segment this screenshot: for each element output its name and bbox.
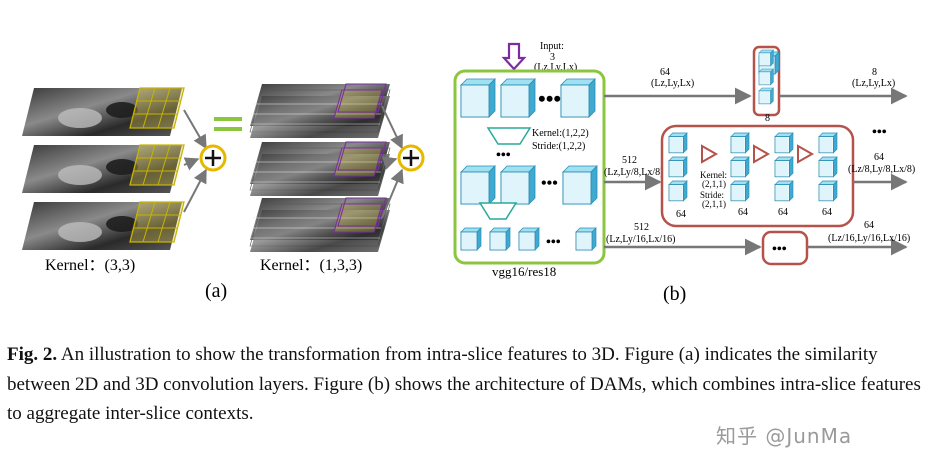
ellipsis: •••: [872, 125, 887, 140]
branch3-channels: 512: [634, 222, 649, 233]
branch2-out-channels: 64: [874, 152, 884, 163]
ct-stack-3d: [249, 197, 391, 253]
backbone-label: vgg16/res18: [492, 264, 556, 279]
ellipsis: •••: [538, 86, 561, 111]
encoder-kernel: Kernel:(1,2,2): [532, 128, 589, 139]
ellipsis: •••: [772, 242, 787, 257]
caption-text: An illustration to show the transformati…: [7, 344, 921, 424]
sum-icon: [397, 144, 425, 172]
caption-label: Fig. 2.: [7, 344, 58, 365]
branch1-box-channels: 8: [765, 113, 770, 124]
dam-kernel: Kernel:: [700, 170, 727, 180]
branch2-dims: (Lz,Ly/8,Lx/8): [604, 167, 663, 178]
ellipsis: •••: [496, 148, 511, 163]
dam-stride-val: (2,1,1): [702, 199, 726, 209]
dam-conv-icon: [701, 144, 719, 164]
panel-b-label: (b): [663, 283, 686, 305]
branch3-out-channels: 64: [864, 220, 874, 231]
pooling-trapezoid: [486, 127, 532, 145]
ct-slice-2d: [22, 201, 185, 250]
ct-slice-2d: [22, 144, 185, 193]
input-channels: 3: [550, 52, 555, 63]
dam-column: [730, 132, 750, 202]
panel-a: Kernel：(3,3) Kernel：(1,3,3) (a): [22, 83, 425, 302]
figure-2: Kernel：(3,3) Kernel：(1,3,3) (a) Input: 3…: [22, 41, 915, 305]
pooling-trapezoid: [478, 202, 518, 220]
branch1-box: [752, 45, 781, 117]
dam-box: [660, 124, 855, 228]
equals-icon: [214, 117, 242, 131]
branch1-out-dims: (Lz,Ly,Lx): [852, 78, 895, 89]
sum-icon: [199, 144, 227, 172]
encoder-stride: Stride:(1,2,2): [532, 141, 585, 152]
watermark: 知乎 @JunMa: [716, 424, 853, 448]
dam-channel-label: 64: [676, 209, 686, 220]
branch3-dims: (Lz,Ly/16,Lx/16): [606, 234, 675, 245]
branch1-channels: 64: [660, 67, 670, 78]
dam-channel-label: 64: [822, 207, 832, 218]
dam-channel-label: 64: [778, 207, 788, 218]
ct-slice-2d: [22, 87, 185, 136]
branch2-channels: 512: [622, 155, 637, 166]
ellipsis: •••: [541, 175, 558, 192]
branch1-dims: (Lz,Ly,Lx): [651, 78, 694, 89]
figure-caption: Fig. 2. An illustration to show the tran…: [7, 340, 937, 429]
kernel-3d-label: Kernel：(1,3,3): [260, 257, 362, 274]
dam-conv-icon: [753, 144, 771, 164]
input-arrow-icon: [501, 42, 527, 71]
dam-channel-label: 64: [738, 207, 748, 218]
dam-kernel-val: (2,1,1): [702, 179, 726, 189]
dam-stride: Stride:: [700, 190, 724, 200]
branch1-out-channels: 8: [872, 67, 877, 78]
kernel-2d-label: Kernel：(3,3): [45, 257, 135, 274]
input-dims: (Lz,Ly,Lx): [534, 62, 577, 73]
dam-column: [818, 132, 838, 202]
backbone-box: [453, 69, 606, 265]
dam-column: [668, 132, 688, 202]
input-label: Input:: [540, 41, 564, 52]
ellipsis: •••: [546, 235, 561, 250]
dam-column: [774, 132, 794, 202]
ct-stack-3d: [249, 141, 391, 197]
branch3-out-dims: (Lz/16,Ly/16,Lx/16): [828, 233, 910, 244]
dam-conv-icon: [797, 144, 815, 164]
branch2-out-dims: (Lz/8,Ly/8,Lx/8): [848, 164, 915, 175]
ct-stack-3d: [249, 83, 391, 139]
panel-b: Input: 3 (Lz,Ly,Lx) ••• ••• Kernel:(1,2,…: [453, 41, 915, 305]
panel-a-label: (a): [205, 280, 227, 302]
